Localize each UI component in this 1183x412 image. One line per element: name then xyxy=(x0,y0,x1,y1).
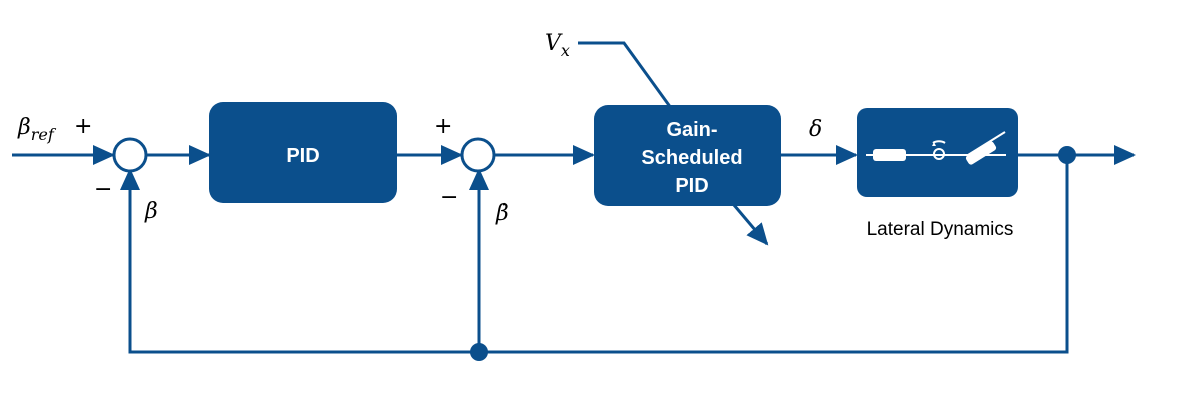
beta-dot-feedback-label: β̇ xyxy=(495,201,509,226)
sum2-minus-sign: − xyxy=(440,185,458,210)
sum1-plus-sign: + xyxy=(74,114,92,139)
gain-scheduled-pid-block: Gain- Scheduled PID xyxy=(594,105,781,206)
sum1-minus-sign: − xyxy=(94,177,112,202)
feedback-branch-dot xyxy=(470,343,488,361)
sum-junction-2 xyxy=(460,137,496,173)
gspid-label-line2: Scheduled xyxy=(641,147,742,169)
gspid-diagonal-arrow xyxy=(732,204,769,246)
vx-signal-label: Vx xyxy=(545,31,570,60)
sum2-plus-sign: + xyxy=(434,114,452,139)
beta-feedback-label: β xyxy=(144,199,158,224)
lateral-dynamics-block xyxy=(857,108,1018,197)
vehicle-lateral-dynamics-icon xyxy=(866,131,1006,165)
delta-signal-label: δ xyxy=(809,117,822,142)
gspid-label-line3: PID xyxy=(675,175,708,197)
outer-feedback-line xyxy=(128,155,1069,354)
lateral-dynamics-caption: Lateral Dynamics xyxy=(867,219,1014,240)
output-branch-dot xyxy=(1058,146,1076,164)
sum-junction-1 xyxy=(112,137,148,173)
pid-label: PID xyxy=(286,145,319,167)
gspid-label-line1: Gain- xyxy=(666,119,717,141)
reference-signal-label: βref xyxy=(17,115,57,144)
pid-block: PID xyxy=(209,102,397,203)
vx-scheduling-line xyxy=(578,41,673,109)
